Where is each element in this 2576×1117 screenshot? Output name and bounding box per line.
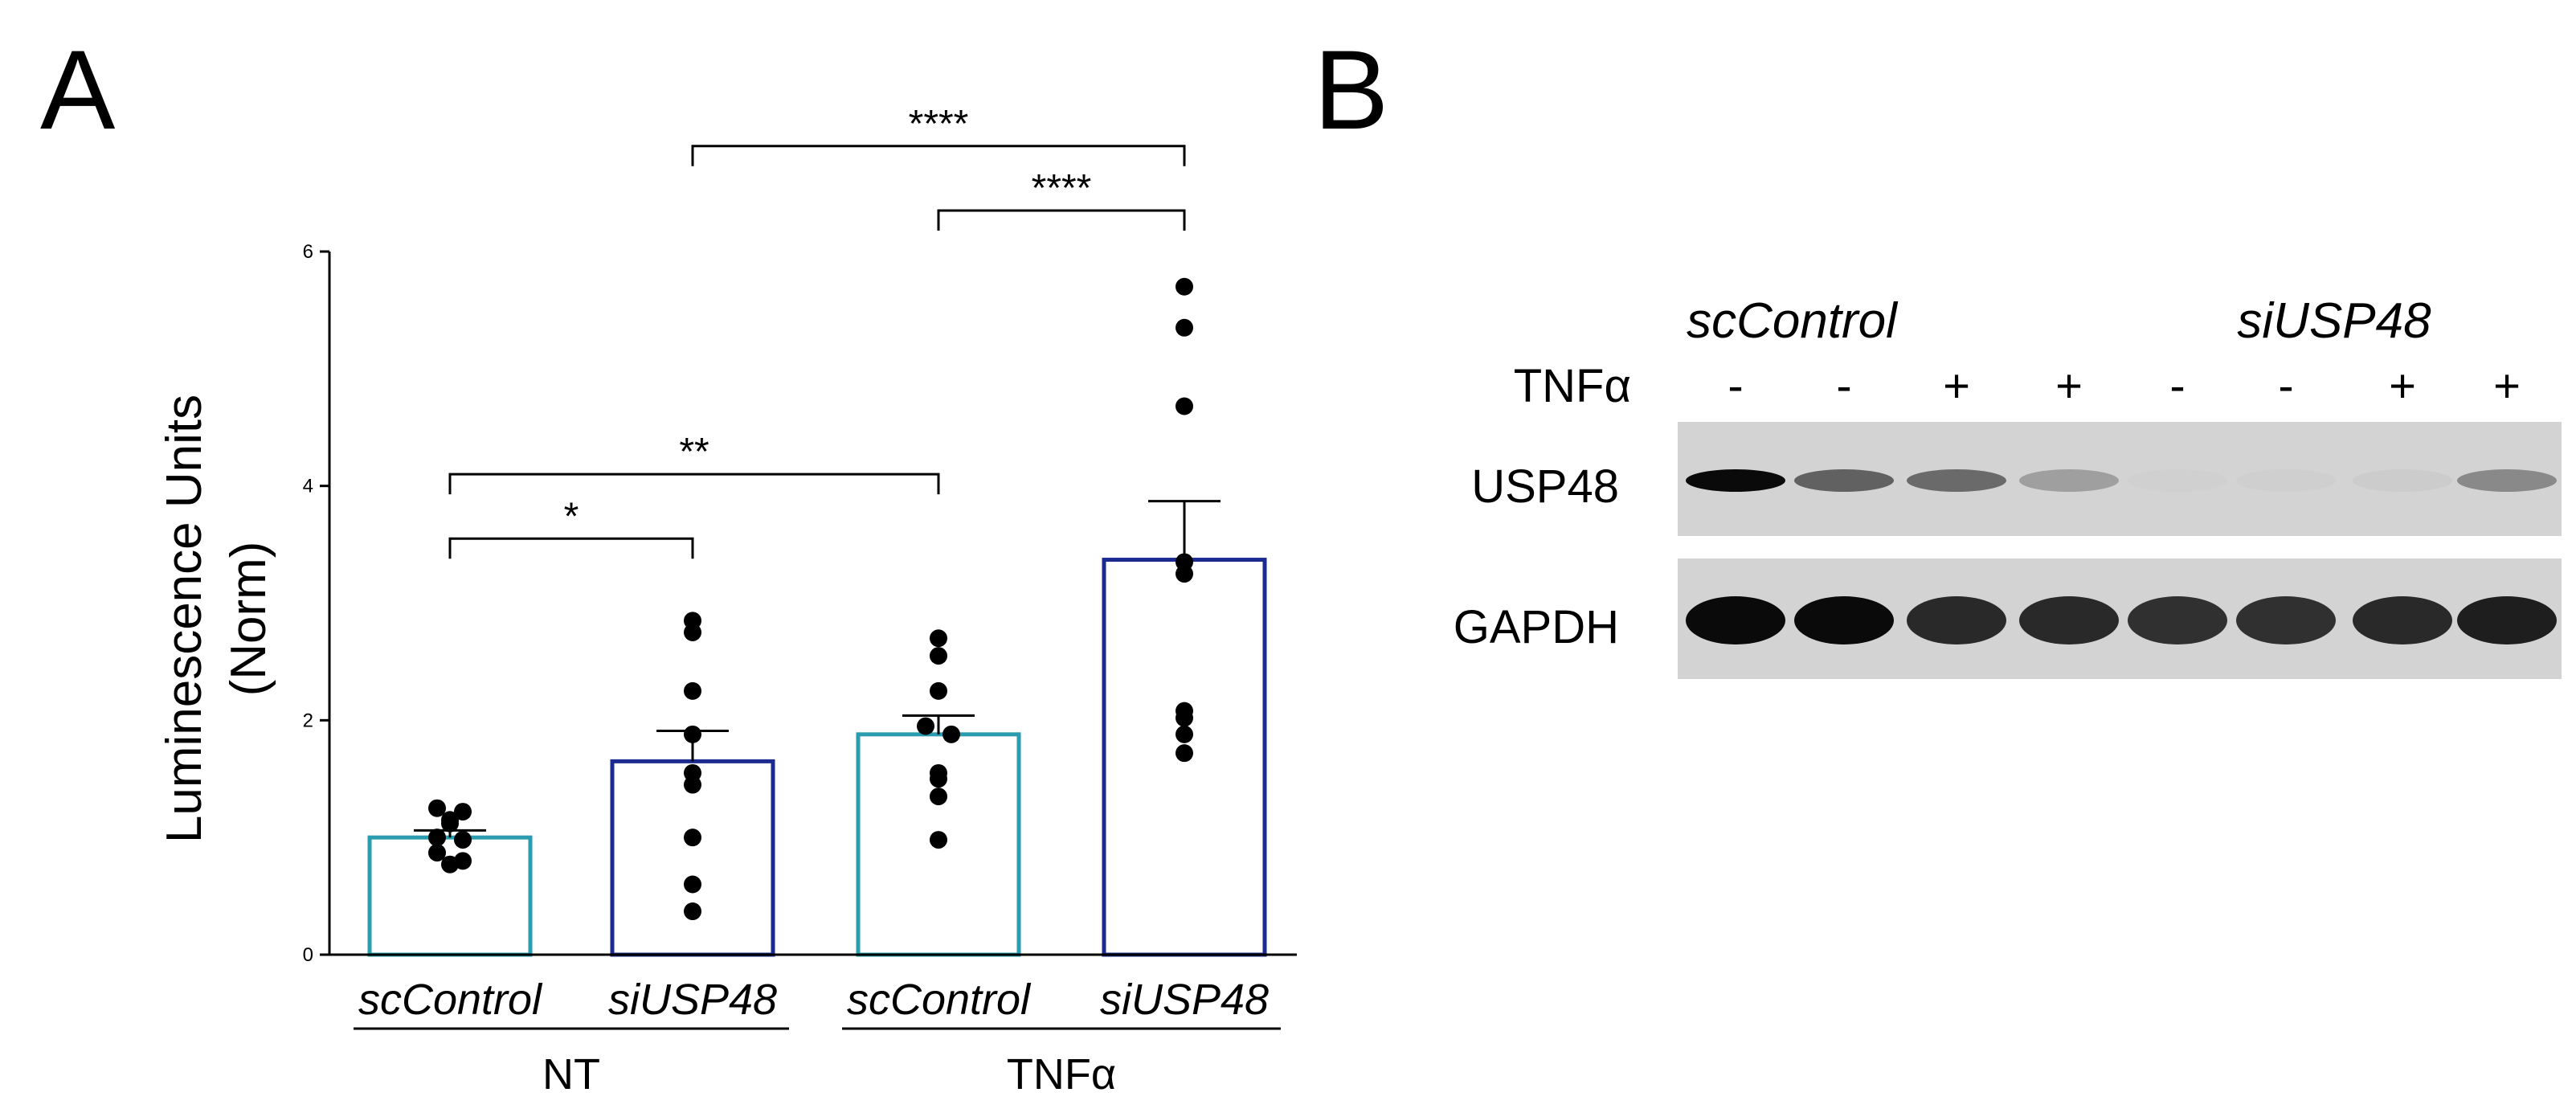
blot-band	[2236, 596, 2336, 644]
data-point	[1176, 725, 1193, 743]
x-category-label: siUSP48	[608, 976, 777, 1024]
blot-band	[2457, 469, 2557, 492]
data-point	[1176, 565, 1193, 583]
y-tick-label: 6	[303, 241, 313, 263]
blot-group-label-siusp48: siUSP48	[2237, 293, 2431, 349]
y-tick-label: 2	[303, 710, 313, 731]
y-axis-label-line2: (Norm)	[221, 542, 276, 697]
y-axis-label-line1: Luminescence Units	[157, 395, 212, 843]
y-tick-label: 0	[303, 944, 313, 966]
data-point	[930, 629, 947, 648]
data-point	[930, 647, 947, 665]
lane-sign: +	[1943, 360, 1970, 412]
blot-band	[1686, 596, 1785, 644]
panel-b-label: B	[1314, 27, 1388, 153]
lane-sign: -	[2169, 360, 2185, 412]
group-label: TNFα	[1007, 1050, 1116, 1099]
blot-band	[2019, 469, 2119, 492]
significance-bracket	[448, 473, 940, 495]
significance-label: ****	[909, 103, 969, 145]
significance-bracket	[691, 145, 1186, 166]
x-category-label: siUSP48	[1100, 976, 1269, 1024]
data-point	[684, 902, 701, 921]
lane-sign: -	[1728, 360, 1743, 412]
lane-sign: +	[2389, 360, 2416, 412]
lane-sign: -	[1836, 360, 1851, 412]
y-tick-label: 4	[303, 476, 313, 497]
significance-bracket	[448, 537, 694, 559]
significance-label: **	[679, 431, 709, 473]
data-point	[428, 844, 446, 862]
data-point	[454, 803, 472, 821]
bar	[367, 835, 533, 957]
data-point	[684, 681, 701, 700]
blot-band	[1794, 596, 1894, 644]
blot-band	[2128, 596, 2227, 644]
x-category-label: scControl	[847, 976, 1032, 1024]
western-blot-panel: scControl siUSP48 TNFα USP48 GAPDH - - + + -…	[1454, 293, 2562, 679]
data-point	[684, 775, 701, 794]
blot-band	[2236, 469, 2336, 492]
significance-label: *	[564, 495, 579, 538]
group-label: NT	[542, 1050, 600, 1099]
blot-band	[2353, 596, 2452, 644]
blot-band	[2019, 596, 2119, 644]
data-point	[454, 831, 472, 849]
significance-label: ****	[1032, 167, 1092, 210]
blot-group-label-sccontrol: scControl	[1687, 293, 1899, 349]
data-point	[428, 799, 446, 817]
data-point	[930, 681, 947, 700]
data-point	[1176, 397, 1193, 415]
blot-band	[1907, 469, 2006, 492]
lane-sign: +	[2055, 360, 2083, 412]
blot-band	[1794, 469, 1894, 492]
data-point	[441, 814, 459, 833]
significance-bracket	[937, 209, 1186, 231]
data-point	[1176, 709, 1193, 727]
blot-band	[1907, 596, 2006, 644]
blot-row-label-usp48: USP48	[1471, 460, 1619, 513]
blot-band	[1686, 469, 1785, 492]
blot-band	[2128, 469, 2227, 492]
data-point	[930, 770, 947, 788]
data-point	[684, 875, 701, 894]
bar-chart: Luminescence Units (Norm) 0 2 4 6 scControl s…	[157, 103, 1297, 1099]
data-point	[684, 725, 701, 743]
data-point	[1176, 318, 1193, 337]
lane-sign: -	[2278, 360, 2293, 412]
data-point	[684, 829, 701, 847]
data-point	[917, 717, 934, 735]
data-point	[942, 725, 960, 743]
blot-band	[2457, 596, 2557, 644]
x-category-label: scControl	[358, 976, 543, 1024]
data-point	[441, 855, 459, 874]
blot-band	[2353, 469, 2452, 492]
data-point	[930, 831, 947, 849]
data-point	[930, 788, 947, 806]
panel-a-label: A	[40, 27, 116, 153]
lane-sign: +	[2493, 360, 2521, 412]
data-point	[1176, 277, 1193, 296]
data-point	[428, 829, 446, 847]
blot-row-label-gapdh: GAPDH	[1454, 601, 1619, 653]
data-point	[1176, 744, 1193, 763]
blot-treatment-label: TNFα	[1514, 360, 1631, 412]
data-point	[684, 623, 701, 641]
